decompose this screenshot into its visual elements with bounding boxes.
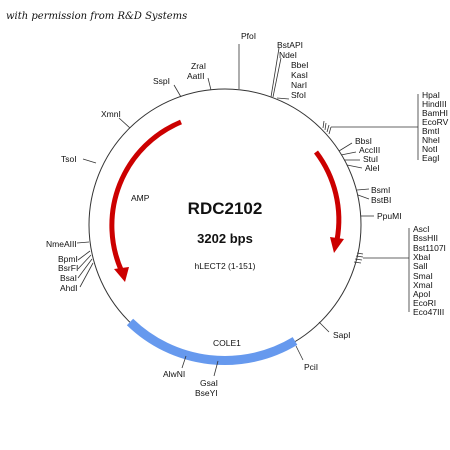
- pcii-site-label: PciI: [304, 362, 318, 372]
- mcs1-tick-c: [326, 124, 330, 133]
- pfol-site-label: PfoI: [241, 31, 256, 41]
- zrai-site-label: ZraI: [191, 61, 206, 71]
- mcs2-tick-a: [356, 252, 364, 255]
- alei-site-label: AleI: [365, 163, 380, 173]
- bbsi-site-line: [338, 142, 353, 152]
- bbei-site-label: BbeI: [291, 60, 309, 70]
- plasmid-size: 3202 bps: [197, 231, 253, 246]
- acciii-site-line: [340, 151, 357, 156]
- mcs2-tick-c: [354, 258, 363, 261]
- ahdi-site-line: [79, 262, 94, 288]
- bseyi-site-label: BseYI: [195, 388, 218, 398]
- amp-arrowhead: [114, 267, 129, 282]
- mcs1-tick-d: [328, 126, 332, 135]
- bmti-site-label: BmtI: [422, 126, 439, 136]
- xbai-site-label: XbaI: [413, 252, 431, 262]
- ndei-site-line: [272, 57, 282, 98]
- asci-site-label: AscI: [413, 224, 430, 234]
- gsai-site-label: GsaI: [200, 378, 218, 388]
- ecorv-site-label: EcoRV: [422, 117, 449, 127]
- alei-site-line: [346, 164, 363, 169]
- ppumi-site-label: PpuMI: [377, 211, 402, 221]
- insert-label: hLECT2 (1-151): [195, 261, 256, 271]
- bsrfi-site-line: [77, 254, 92, 270]
- tsoi-site-line: [82, 158, 97, 164]
- apoi-site-label: ApoI: [413, 289, 431, 299]
- aatii-site-label: AatII: [187, 71, 204, 81]
- xmni-site-line: [118, 117, 131, 129]
- bsshii-site-label: BssHII: [413, 233, 438, 243]
- amp-label: AMP: [131, 193, 150, 203]
- nmeaiii-site-line: [76, 241, 90, 244]
- ndei-site-label: NdeI: [279, 50, 297, 60]
- stui-site-label: StuI: [363, 154, 378, 164]
- cole1-label: COLE1: [213, 338, 241, 348]
- credit-text: with permission from R&D Systems: [6, 11, 187, 22]
- ahdi-site-label: AhdI: [60, 283, 78, 293]
- plasmid-name: RDC2102: [188, 199, 263, 218]
- nhei-site-label: NheI: [422, 135, 440, 145]
- xmai-site-label: XmaI: [413, 280, 433, 290]
- nari-site-label: NarI: [291, 80, 307, 90]
- bamhi-site-label: BamHI: [422, 108, 448, 118]
- insert-arrow: [314, 150, 342, 241]
- sfoi-site-line: [276, 97, 290, 100]
- tsoi-site-label: TsoI: [61, 154, 77, 164]
- bsai-site-label: BsaI: [60, 273, 77, 283]
- sapi-site-label: SapI: [333, 330, 351, 340]
- alwni-site-label: AlwNI: [163, 369, 185, 379]
- bpmi-site-label: BpmI: [58, 254, 78, 264]
- acciii-site-label: AccIII: [359, 145, 380, 155]
- sfoi-site-label: SfoI: [291, 90, 306, 100]
- sspi-site-label: SspI: [153, 76, 170, 86]
- bsai-site-line: [77, 258, 93, 279]
- zrai-site-line: [207, 77, 212, 91]
- bstbi-site-label: BstBI: [371, 195, 391, 205]
- bstbi-site-line: [357, 194, 370, 200]
- bstapi-site-line: [270, 47, 280, 98]
- pcii-site-line: [295, 345, 304, 361]
- bst1107i-site-label: Bst1107I: [413, 243, 446, 253]
- bsmi-site-label: BsmI: [371, 185, 390, 195]
- alwni-site-line: [181, 355, 187, 369]
- gsai-site-line: [213, 360, 219, 377]
- smai-site-label: SmaI: [413, 271, 433, 281]
- noti-site-label: NotI: [422, 144, 438, 154]
- mcs1-tick-a: [322, 120, 325, 129]
- mcs2-tick-d: [353, 261, 362, 264]
- plasmid-backbone: [88, 88, 362, 362]
- xmni-site-label: XmnI: [101, 109, 121, 119]
- bpmi-site-line: [77, 250, 91, 261]
- hpai-site-label: HpaI: [422, 90, 440, 100]
- bsmi-site-line: [356, 188, 370, 191]
- kasi-site-label: KasI: [291, 70, 308, 80]
- bstapi-site-label: BstAPI: [277, 40, 303, 50]
- amp-arrow: [109, 119, 182, 274]
- bbsi-site-label: BbsI: [355, 136, 372, 146]
- sspi-site-line: [173, 84, 182, 98]
- sapi-site-line: [318, 321, 330, 333]
- mcs1-tick-b: [324, 122, 327, 131]
- mcs2-tick-b: [355, 255, 364, 258]
- eagi-site-label: EagI: [422, 153, 440, 163]
- hindiii-site-label: HindIII: [422, 99, 447, 109]
- sali-site-label: SalI: [413, 261, 428, 271]
- eco47iii-site-label: Eco47III: [413, 307, 444, 317]
- nmeaiii-site-label: NmeAIII: [46, 239, 77, 249]
- insert-arrowhead: [330, 237, 344, 253]
- bsrfi-site-label: BsrFI: [58, 263, 78, 273]
- cole1-origin-arc: [126, 318, 298, 365]
- ecori-site-label: EcoRI: [413, 298, 436, 308]
